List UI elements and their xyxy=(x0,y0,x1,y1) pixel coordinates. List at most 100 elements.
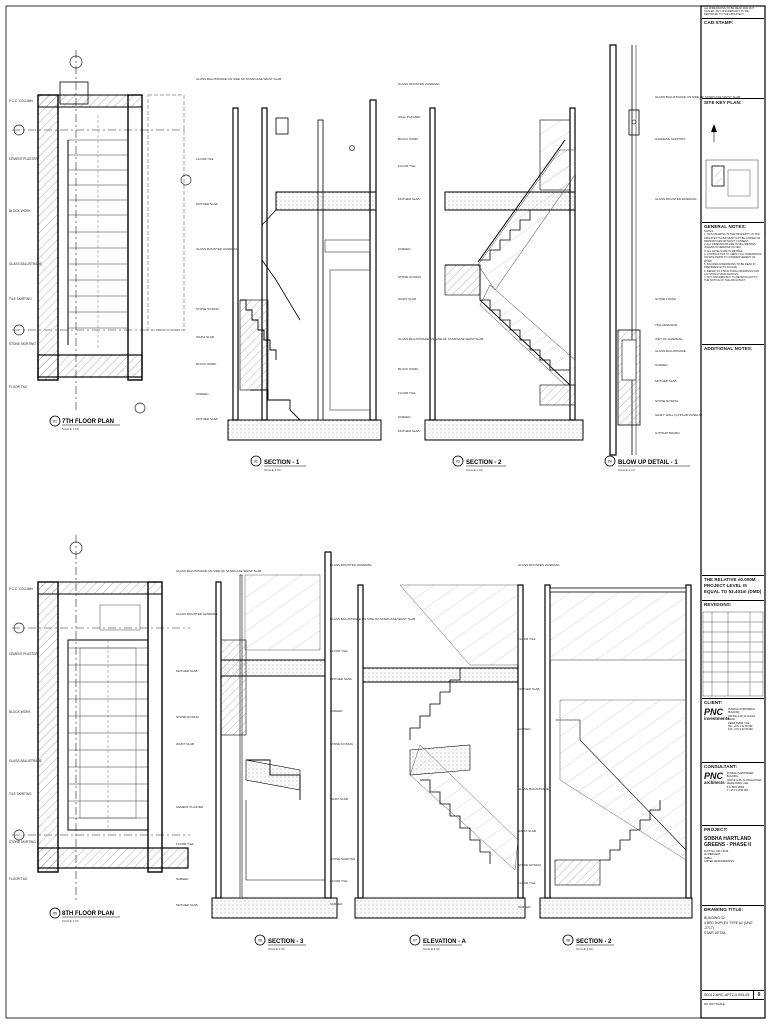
section-1-number: 02 xyxy=(254,460,258,464)
section-1: GLASS BALUSTRADE ON SIDE OF STAIRCASE WA… xyxy=(196,77,382,472)
plan-8-scale: SCALE 1:50 xyxy=(62,919,79,923)
drawing-title-label: DRAWING TITLE: xyxy=(702,906,764,913)
titleblock-key-plan: SITE KEY PLAN: xyxy=(702,98,764,106)
s3-label-glass-balustrade: GLASS BALUSTRADE ON SIDE OF STAIRCASE WA… xyxy=(176,569,261,573)
titleblock-revisions: REVISIONS: xyxy=(702,600,764,608)
s1-label-mother-slab: MOTHER SLAB xyxy=(196,202,218,206)
ea-label-floor-tile-2: FLOOR TILE xyxy=(330,879,347,883)
bu-label-glass-mounted: GLASS MOUNTED HANDRAIL xyxy=(655,197,697,201)
sb-label-screed: SCREED xyxy=(518,905,531,909)
s1-label-glass-balustrade: GLASS BALUSTRADE ON SIDE OF STAIRCASE WA… xyxy=(196,77,281,81)
s2-label-glass-balustrade: GLASS BALUSTRADE ON SIDE OF STAIRCASE WA… xyxy=(398,337,483,341)
bu-label-screw: SCREED xyxy=(655,363,668,367)
label-floor-tile: FLOOR TILE xyxy=(9,385,28,389)
p8-label-tile-skirting: TILE SKIRTING xyxy=(9,792,32,796)
elevation-a-title: ELEVATION - A xyxy=(423,939,467,945)
s3-label-stone-nosing: STONE NOSING xyxy=(176,715,200,719)
titleblock-top-note: ALL DIMENSIONS TO BE READ AND NOT SCALED… xyxy=(704,7,755,17)
p8-label-pcc: P.C.C. COLUMN xyxy=(9,587,33,591)
titleblock-stamp: CAD STAMP: xyxy=(702,18,764,26)
elevation-a-number: 07 xyxy=(413,939,417,943)
titleblock-general-notes: GENERAL NOTES: NOTES: 1. THIS DRAWING IS… xyxy=(702,222,764,283)
bu-label-gypsum-board: GYPSUM BOARD xyxy=(655,431,680,435)
label-cement-plaster: CEMENT PLASTER xyxy=(9,157,39,161)
label-block-work: BLOCK WORK xyxy=(9,209,31,213)
titleblock-drawing-title: DRAWING TITLE: BUILDING 02 4 BED DUPLEX … xyxy=(702,905,764,939)
section-2-bottom-number: 08 xyxy=(566,939,570,943)
section-2-bottom-scale: SCALE 1:50 xyxy=(576,947,593,951)
elevation-a-scale: SCALE 1:50 xyxy=(423,947,440,951)
titleblock-project: PROJECT: SOBHA HARTLAND GREENS - PHASE I… xyxy=(702,825,764,864)
revision-number: 0 xyxy=(753,991,764,999)
section-2-bottom: GLASS MOUNTED HANDRAIL FLOOR TILE MOTHER… xyxy=(518,563,693,951)
s3-label-floor-tile: FLOOR TILE xyxy=(176,842,193,846)
bu-label-unit-of-handrail: UNIT OF HANDRAIL xyxy=(655,337,683,341)
s1-label-screed: SCREED xyxy=(196,392,209,396)
stamp-label: CAD STAMP: xyxy=(702,19,764,26)
s2-label-mother-slab-2: MOTHER SLAB xyxy=(398,429,420,433)
s3-label-cement-plaster: CEMENT PLASTER xyxy=(176,805,204,809)
client-logo: PNC investments xyxy=(704,707,730,722)
key-plan-label: SITE KEY PLAN: xyxy=(702,99,764,106)
s2-label-floor-tile: FLOOR TILE xyxy=(398,164,415,168)
s2-label-block-work-2: BLOCK WORK xyxy=(398,367,418,371)
sb-label-glass-handrail: GLASS MOUNTED HANDRAIL xyxy=(518,563,560,567)
s3-label-mother-slab-2: MOTHER SLAB xyxy=(176,903,198,907)
sb-label-floor-tile-2: FLOOR TILE xyxy=(518,881,535,885)
bu-label-handrail-support: HANDRAIL SUPPORT xyxy=(655,137,686,141)
ea-label-mother-slab: MOTHER SLAB xyxy=(330,677,352,681)
bu-label-tile-adhesive: TILE ADHESIVE xyxy=(655,323,677,327)
label-stone-skirting: STONE SKIRTING xyxy=(9,342,36,346)
p8-label-cement-plaster: CEMENT PLASTER xyxy=(9,652,39,656)
label-tile-skirting: TILE SKIRTING xyxy=(9,297,32,301)
titleblock-additional-notes: ADDITIONAL NOTES: xyxy=(702,344,764,352)
bu-label-mother-slab: MOTHER SLAB xyxy=(655,379,677,383)
titleblock-consultant: CONSULTANT: PNC architects PUNIKALI SAPP… xyxy=(702,762,764,794)
label-pcc-column: P.C.C. COLUMN xyxy=(9,99,33,103)
ea-label-screed: SCREED xyxy=(330,902,343,906)
p8-label-stone-skirting: STONE SKIRTING xyxy=(9,840,36,844)
project-sub: PLOT NO. 6217-6016 AL MERKADH DUBAI UNIT… xyxy=(704,850,734,863)
s2-label-glass-handrail: GLASS MOUNTED HANDRAIL xyxy=(398,82,440,86)
sb-label-glass-balustrade: GLASS BALUSTRADE xyxy=(518,787,549,791)
do-not-scale: DO NOT SCALE xyxy=(704,1002,725,1006)
bu-label-stone-nosing: STONE NOSING xyxy=(655,399,679,403)
titleblock-level-note: THE RELATIVE ±0.000M PROJECT LEVEL IS EQ… xyxy=(702,575,764,596)
s1-label-glass-handrail: GLASS MOUNTED HANDRAIL xyxy=(196,247,238,251)
client-address: PUNIKALI SAPPORRER BUILDING, OFFICE G-06… xyxy=(728,708,756,732)
plan-8-title: 8TH FLOOR PLAN xyxy=(62,911,114,917)
blow-up-scale: SCALE 1:10 xyxy=(618,468,635,472)
section-1-title: SECTION - 1 xyxy=(264,460,300,466)
s2-label-ceiling: SCREED xyxy=(398,247,411,251)
s2-label-waist-slab: WAIST SLAB xyxy=(398,297,416,301)
consultant-logo: PNC architects xyxy=(704,771,725,786)
sb-label-waist-slab: WAIST SLAB xyxy=(518,829,536,833)
plan-8-number: 05 xyxy=(53,912,57,916)
section-3-title: SECTION - 3 xyxy=(268,939,304,945)
drawing-number: SD112-ARC-APT2-4-005-05 xyxy=(704,993,750,997)
s1-label-floor-tile: FLOOR TILE xyxy=(196,157,213,161)
section-1-scale: SCALE 1:50 xyxy=(264,468,281,472)
s2-label-screed: SCREED xyxy=(398,415,411,419)
additional-notes-label: ADDITIONAL NOTES: xyxy=(702,345,764,352)
section-3: GLASS BALUSTRADE ON SIDE OF STAIRCASE WA… xyxy=(176,551,338,951)
s2-label-mother-slab: MOTHER SLAB xyxy=(398,197,420,201)
ea-label-waist-slab: WAIST SLAB xyxy=(330,797,348,801)
drawing-title-lines: BUILDING 02 4 BED DUPLEX TYPE A1 (UNIT -… xyxy=(704,916,753,935)
bu-label-shaft-wall: SHAFT WALL (GYPSUM PANELS) xyxy=(655,413,702,417)
notes-list: NOTES: 1. THIS DRAWING IS THE PROPERTY O… xyxy=(704,230,762,283)
ea-label-glass-handrail: GLASS MOUNTED HANDRAIL xyxy=(330,563,372,567)
s1-label-block-work: BLOCK WORK xyxy=(196,362,216,366)
p8-label-floor-tile: FLOOR TILE xyxy=(9,877,28,881)
section-2-top-scale: SCALE 1:50 xyxy=(466,468,483,472)
plan-7-scale: SCALE 1:50 xyxy=(62,427,79,431)
blow-up-title: BLOW UP DETAIL - 1 xyxy=(618,460,678,466)
consultant-label: CONSULTANT: xyxy=(702,763,764,770)
revisions-grid xyxy=(702,611,764,697)
titleblock-drawing-number: SD112-ARC-APT2-4-005-05 0 DO NOT SCALE xyxy=(702,990,764,1017)
blow-up-detail-1: GLASS BALUSTRADE ON SIDE OF STAIRCASE WA… xyxy=(604,44,740,472)
s2-label-stone-nosing: STONE NOSING xyxy=(398,275,422,279)
s1-label-waist-slab: WAIST SLAB xyxy=(196,335,214,339)
